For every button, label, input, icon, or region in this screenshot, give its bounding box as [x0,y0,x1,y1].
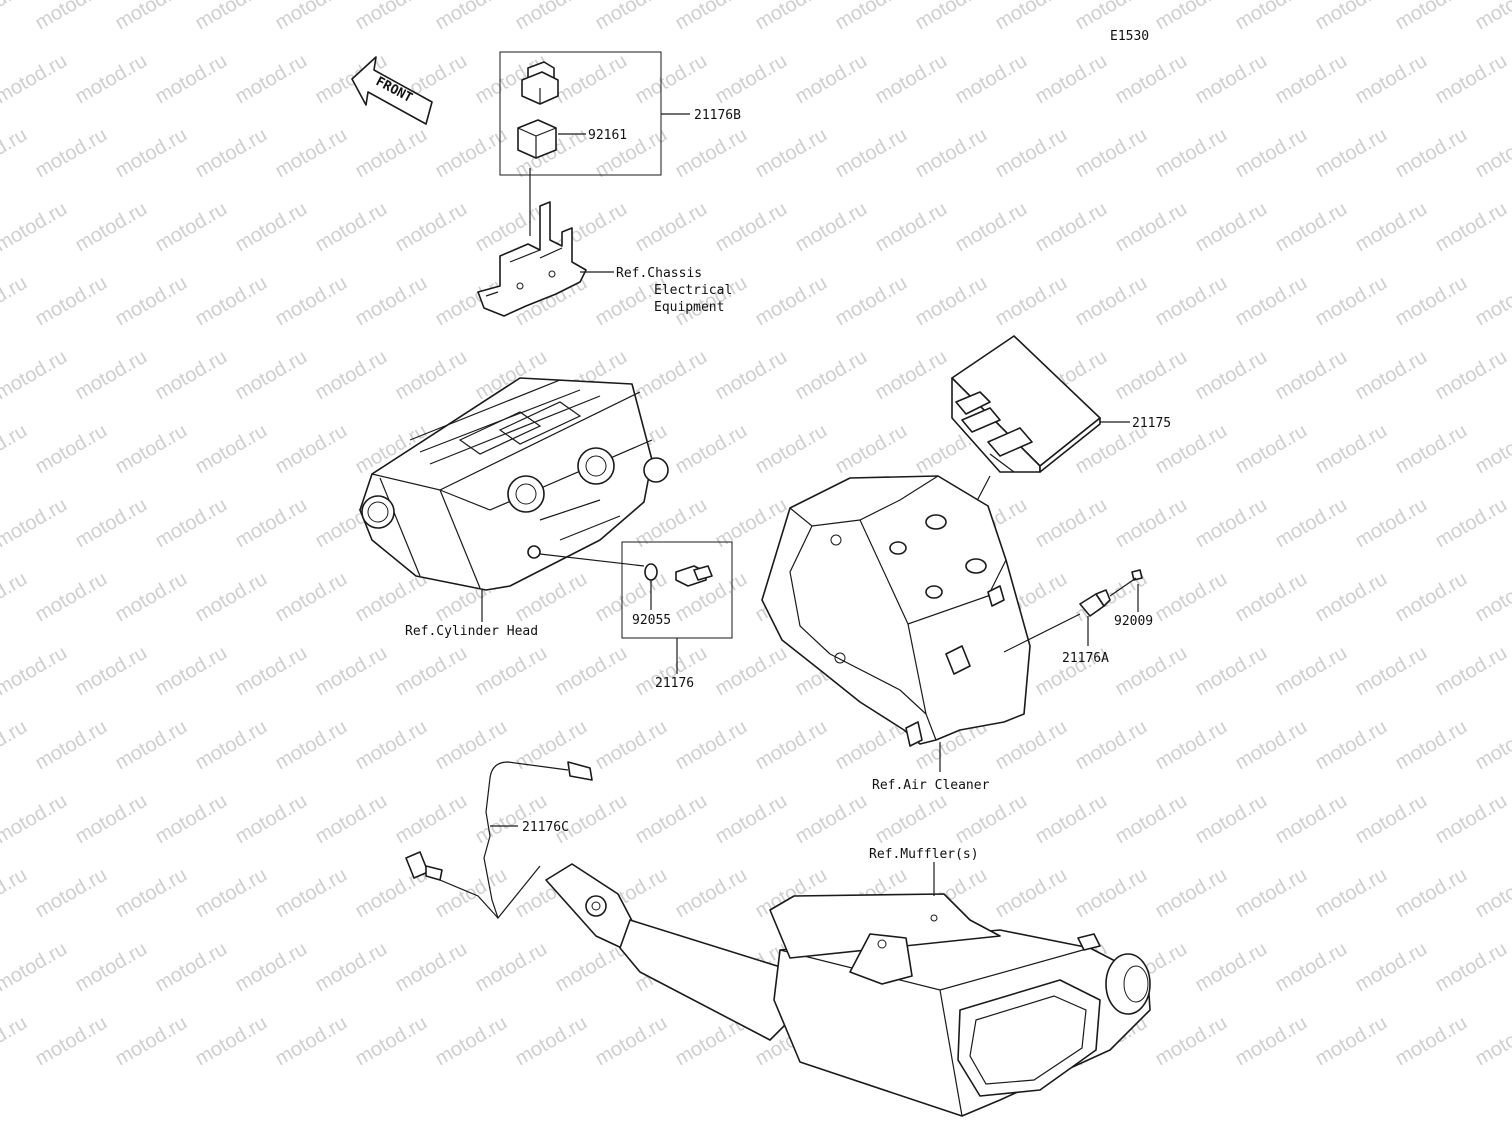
label-21176a: 21176A [1062,651,1109,666]
ref-cylinder-head: Ref.Cylinder Head [405,624,538,639]
diagram-code: E1530 [1110,29,1149,44]
ecu-module-icon [951,335,1101,473]
ref-chassis-line3: Equipment [654,300,724,315]
oxygen-sensor-lead-icon [405,761,593,920]
ref-chassis-line2: Electrical [654,283,732,298]
label-21176: 21176 [655,676,694,691]
label-92161: 92161 [588,128,627,143]
cylinder-head-icon [359,377,669,591]
label-21175: 21175 [1132,416,1171,431]
sealing-washer-icon [644,563,658,581]
bolt-92009-icon [1109,569,1143,597]
mounting-bracket-icon [477,201,587,317]
rubber-damper-icon [517,119,557,159]
ref-muffler: Ref.Muffler(s) [869,847,979,862]
ref-air-cleaner: Ref.Air Cleaner [872,778,990,793]
label-21176c: 21176C [522,820,569,835]
air-cleaner-housing-icon [761,475,1031,747]
front-arrow-icon: FRONT [351,56,433,125]
muffler-assembly-icon [545,863,1151,1117]
intake-sensor-21176a-icon [1079,589,1111,617]
label-21176b: 21176B [694,108,741,123]
label-92055: 92055 [632,613,671,628]
label-92009: 92009 [1114,614,1153,629]
group-box-21176b [499,51,662,176]
sensor-plug-icon [521,61,559,105]
temperature-sensor-icon [675,565,713,587]
ref-chassis-line1: Ref.Chassis [616,266,702,281]
